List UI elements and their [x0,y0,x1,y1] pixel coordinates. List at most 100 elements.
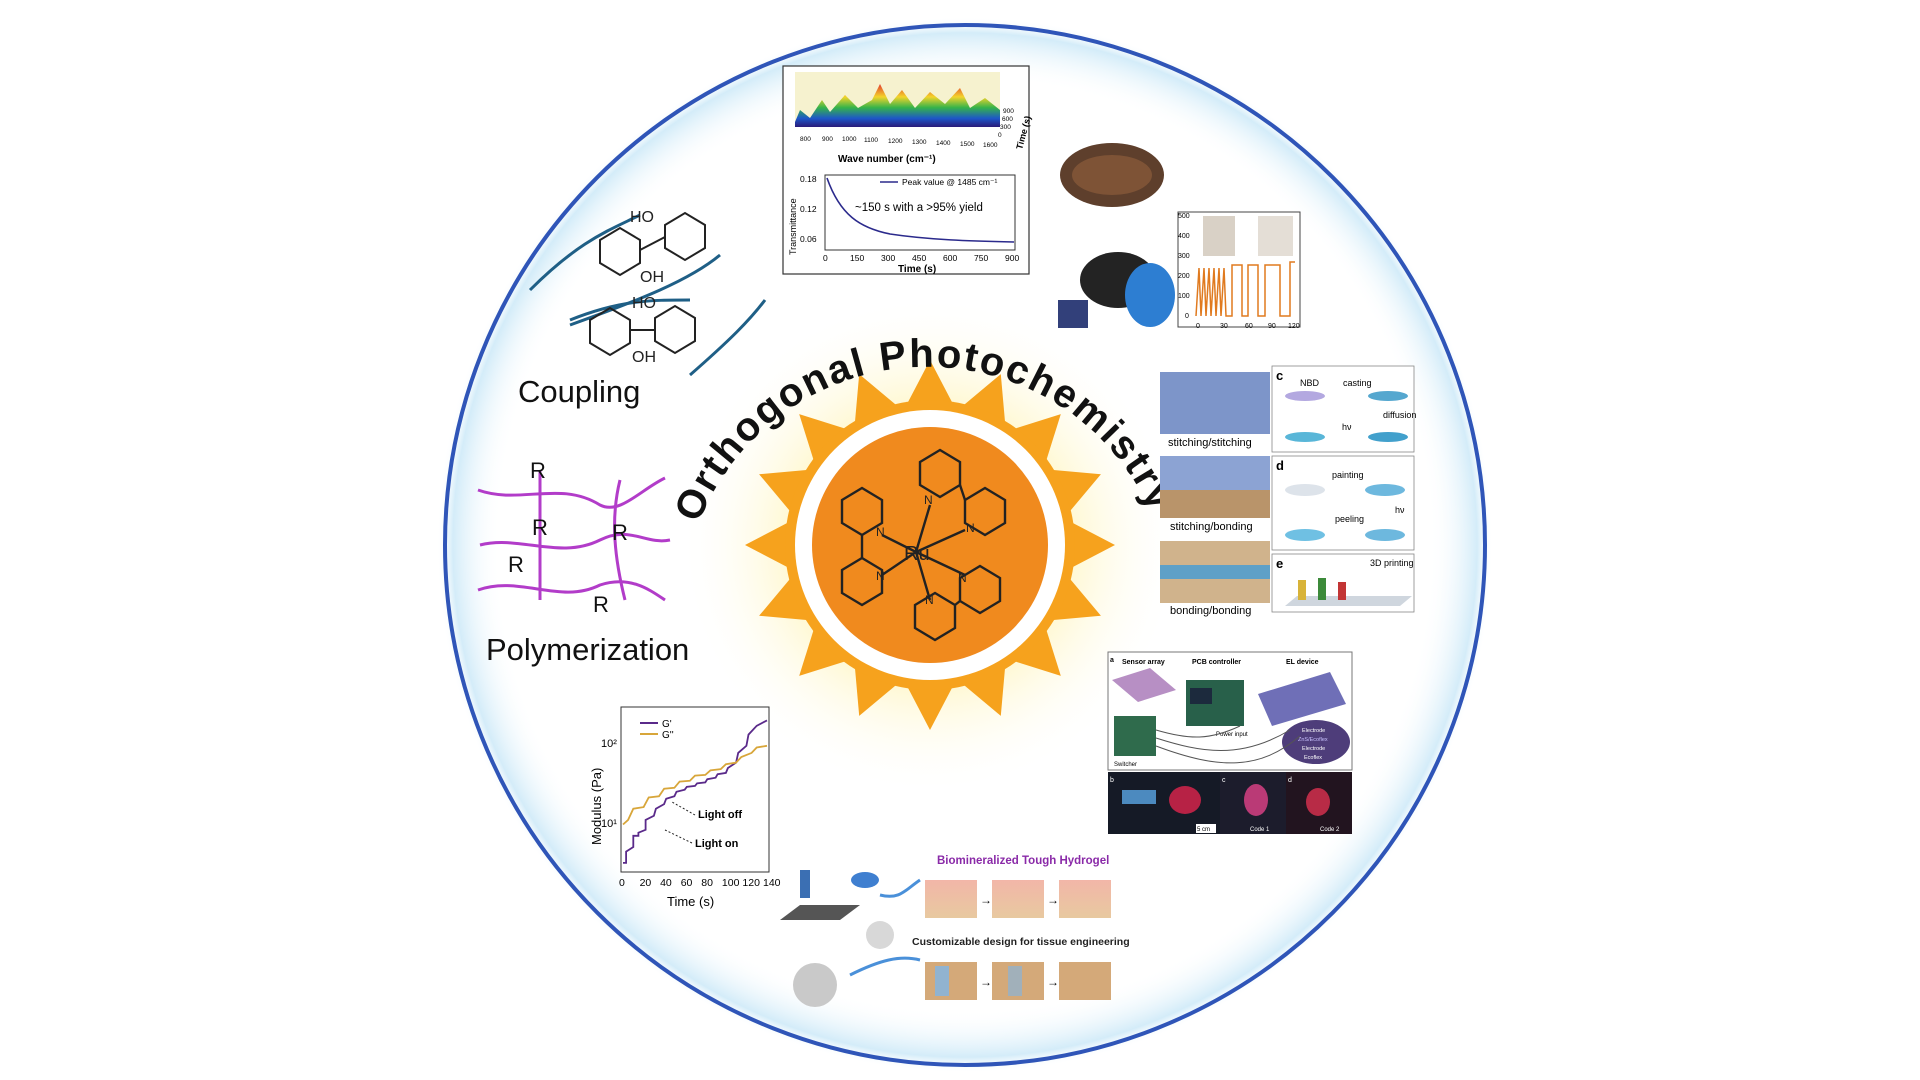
layer-label: Electrode [1302,728,1325,734]
glow-spot [1244,784,1268,816]
sun-ray [905,360,955,408]
strain-ytick: 500 [1178,213,1190,220]
r-label: R [508,552,524,577]
bond-line [914,551,932,601]
x-tick-label: 0 [619,877,625,889]
strain-xtick: 60 [1245,323,1253,330]
waterfall-xtick: 1400 [936,140,951,147]
polymer-r-labels: R R R R R [508,458,628,617]
x-tick-label: 40 [660,877,672,889]
process-disc [1368,432,1408,442]
print-vial [1318,578,1326,600]
code-label: Code 1 [1250,827,1270,833]
ytick-label: 10¹ [601,818,617,830]
bond-line [915,550,966,577]
el-device-image [1258,672,1346,726]
sun-ray [905,682,955,730]
polymer-chain [569,298,691,322]
waterfall-time-tick: 900 [1003,108,1014,115]
device-label: Sensor array [1122,659,1165,666]
process-label: painting [1332,470,1364,480]
line-xtick: 600 [943,253,957,263]
sun-ray [854,374,900,428]
panel-tag: c [1276,368,1283,383]
n-label: N [924,493,933,507]
x-tick-label: 100 [722,877,740,889]
wires [1155,725,1301,764]
polymer-chain [479,532,671,550]
waterfall-time-tick: 0 [998,132,1002,139]
sun-ray [1067,520,1115,570]
sun-ray [759,575,813,621]
pyridine-ring [913,591,957,642]
waterfall-xtick: 1300 [912,139,927,146]
strain-ytick: 100 [1178,293,1190,300]
annotation-arrow [671,801,696,816]
polymer-chain [477,476,666,509]
scale-bar-label: 5 cm [1197,827,1210,833]
bond-line [915,528,966,554]
x-tick-label: 80 [701,877,713,889]
el-device-panel: a Sensor array PCB controller EL device … [1107,651,1353,834]
process-disc [1285,432,1325,442]
polymer-chain [528,213,641,292]
strain-ytick: 300 [1178,253,1190,260]
sun-ray [854,662,900,716]
process-disc [1365,484,1405,496]
glow-spot [1169,786,1201,814]
strain-xtick: 90 [1268,323,1276,330]
pyridine-ring [963,486,1007,537]
panel-tag: a [1110,657,1114,664]
arm-photo [1258,216,1293,256]
x-axis-label: Time (s) [667,894,714,909]
flow-arrow [849,956,921,977]
process-disc [1285,529,1325,541]
waterfall-xtick: 1100 [864,137,878,144]
layer-label: ZnS/Ecoflex [1298,737,1328,743]
line-xlabel: Time (s) [898,264,936,275]
hydrogel-panel: Biomineralized Tough Hydrogel Customizab… [780,855,1130,1007]
layer-label: Electrode [1302,746,1325,752]
sun-ray [1047,575,1101,621]
bond-line [914,504,932,553]
line-xtick: 0 [823,253,828,263]
phenol-ring [599,226,641,277]
stitch-image-base [1160,490,1270,518]
strain-ytick: 0 [1185,313,1189,320]
process-disc [1285,391,1325,401]
hydrogel-insert [1008,966,1022,996]
device-label: EL device [1286,659,1319,666]
bond-line [958,484,967,501]
waterfall-xtick: 1500 [960,141,975,148]
x-tick-label: 140 [763,877,781,889]
process-disc [1285,484,1325,496]
bone-scaffold-image [866,921,894,949]
tissue-block [1059,880,1111,918]
arm-photo [1203,216,1235,256]
glow-letters [1122,790,1156,804]
process-arrow: → [980,975,992,989]
annotation-light-off: Light off [698,809,742,821]
tissue-block [925,962,977,1000]
waterfall-surface [795,84,1000,127]
process-label: peeling [1335,514,1364,524]
line-xtick: 750 [974,253,988,263]
glow-spot [1306,788,1330,816]
waterfall-time-tick: 600 [1002,116,1013,123]
transmittance-curve [826,177,1015,243]
n-label: N [876,569,885,583]
bond-line [639,236,666,251]
ho-label: HO [632,295,656,312]
panel-tag: e [1276,556,1283,571]
waterfall-xtick: 900 [822,136,833,143]
polymerization-label: Polymerization [486,632,689,667]
printed-disc [851,872,879,888]
n-label: N [966,521,975,535]
x-tick-label: 120 [742,877,760,889]
photo-tag: d [1288,777,1292,784]
bond-line [954,600,961,606]
line-ylabel: Transmittance [788,198,798,255]
tissue-block [925,880,977,918]
sea-cucumber-highlight [1072,155,1152,195]
